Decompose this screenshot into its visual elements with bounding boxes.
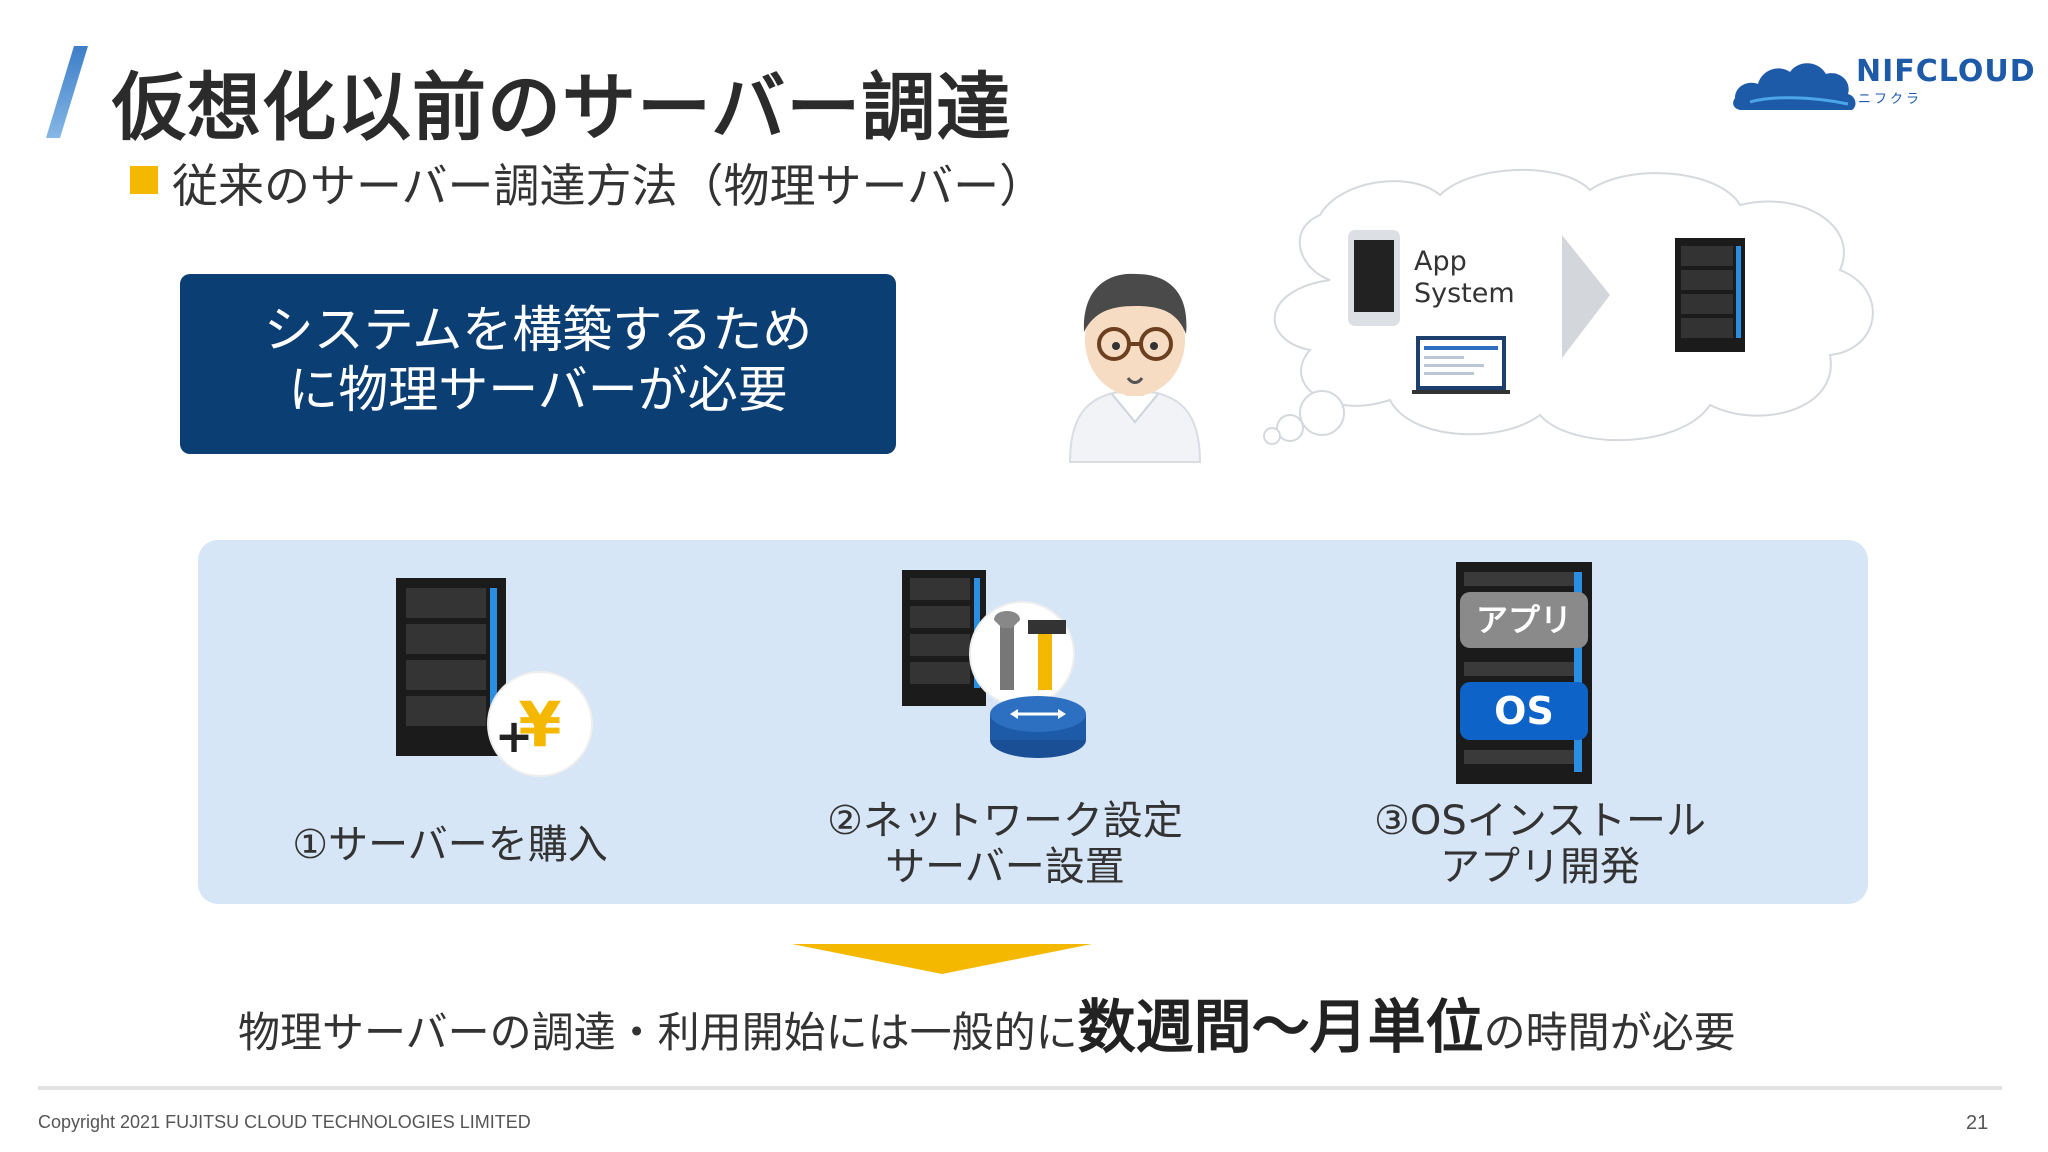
copyright-text: Copyright 2021 FUJITSU CLOUD TECHNOLOGIE… — [38, 1112, 531, 1132]
step-2-line-2: サーバー設置 — [885, 844, 1125, 890]
step-3-line-1: ③OSインストール — [1374, 798, 1706, 844]
step-1-label: ①サーバーを購入 — [280, 822, 620, 868]
step-3-label: ③OSインストール アプリ開発 — [1360, 798, 1720, 890]
bullet-square — [130, 166, 158, 194]
footer-divider — [38, 1086, 2002, 1090]
slide-subtitle: 従来のサーバー調達方法（物理サーバー） — [172, 159, 1046, 213]
server-purchase-icon: ¥ + — [396, 578, 593, 777]
step-1-line-1: ①サーバーを購入 — [292, 822, 608, 868]
conclusion-emphasis: 数週間〜月単位 — [1077, 993, 1484, 1061]
app-label-line-2: System — [1414, 278, 1515, 309]
conclusion-suffix: の時間が必要 — [1483, 1008, 1736, 1057]
title-slash-icon — [46, 46, 88, 138]
app-badge: アプリ — [1460, 592, 1588, 648]
brand-name: NIFCLOUD — [1856, 54, 2036, 89]
need-line-2: に物理サーバーが必要 — [288, 361, 788, 419]
engineer-person-icon — [1068, 273, 1202, 463]
step-3-line-2: アプリ開発 — [1440, 844, 1640, 890]
svg-text:¥: ¥ — [518, 688, 561, 761]
svg-text:+: + — [495, 709, 534, 763]
slide-title: 仮想化以前のサーバー調達 — [112, 65, 1012, 151]
step-2-line-1: ②ネットワーク設定 — [827, 798, 1183, 844]
conclusion-text: 物理サーバーの調達・利用開始には一般的に数週間〜月単位の時間が必要 — [238, 992, 1736, 1068]
need-line-1: システムを構築するため — [263, 301, 813, 359]
step-2-label: ②ネットワーク設定 サーバー設置 — [820, 798, 1190, 890]
conclusion-prefix: 物理サーバーの調達・利用開始には一般的に — [238, 1008, 1078, 1057]
nifcloud-logo-icon — [1733, 63, 1856, 110]
app-system-label: App System — [1414, 246, 1515, 310]
brand-sub: ニフクラ — [1858, 92, 1923, 107]
page-number: 21 — [1966, 1112, 1989, 1134]
need-callout-box: システムを構築するため に物理サーバーが必要 — [180, 274, 896, 454]
network-setup-icon — [902, 570, 1086, 758]
app-label-line-1: App — [1414, 246, 1467, 277]
os-badge: OS — [1460, 682, 1588, 740]
down-arrow-icon — [792, 944, 1092, 974]
thought-cloud-icon — [1263, 168, 1874, 445]
